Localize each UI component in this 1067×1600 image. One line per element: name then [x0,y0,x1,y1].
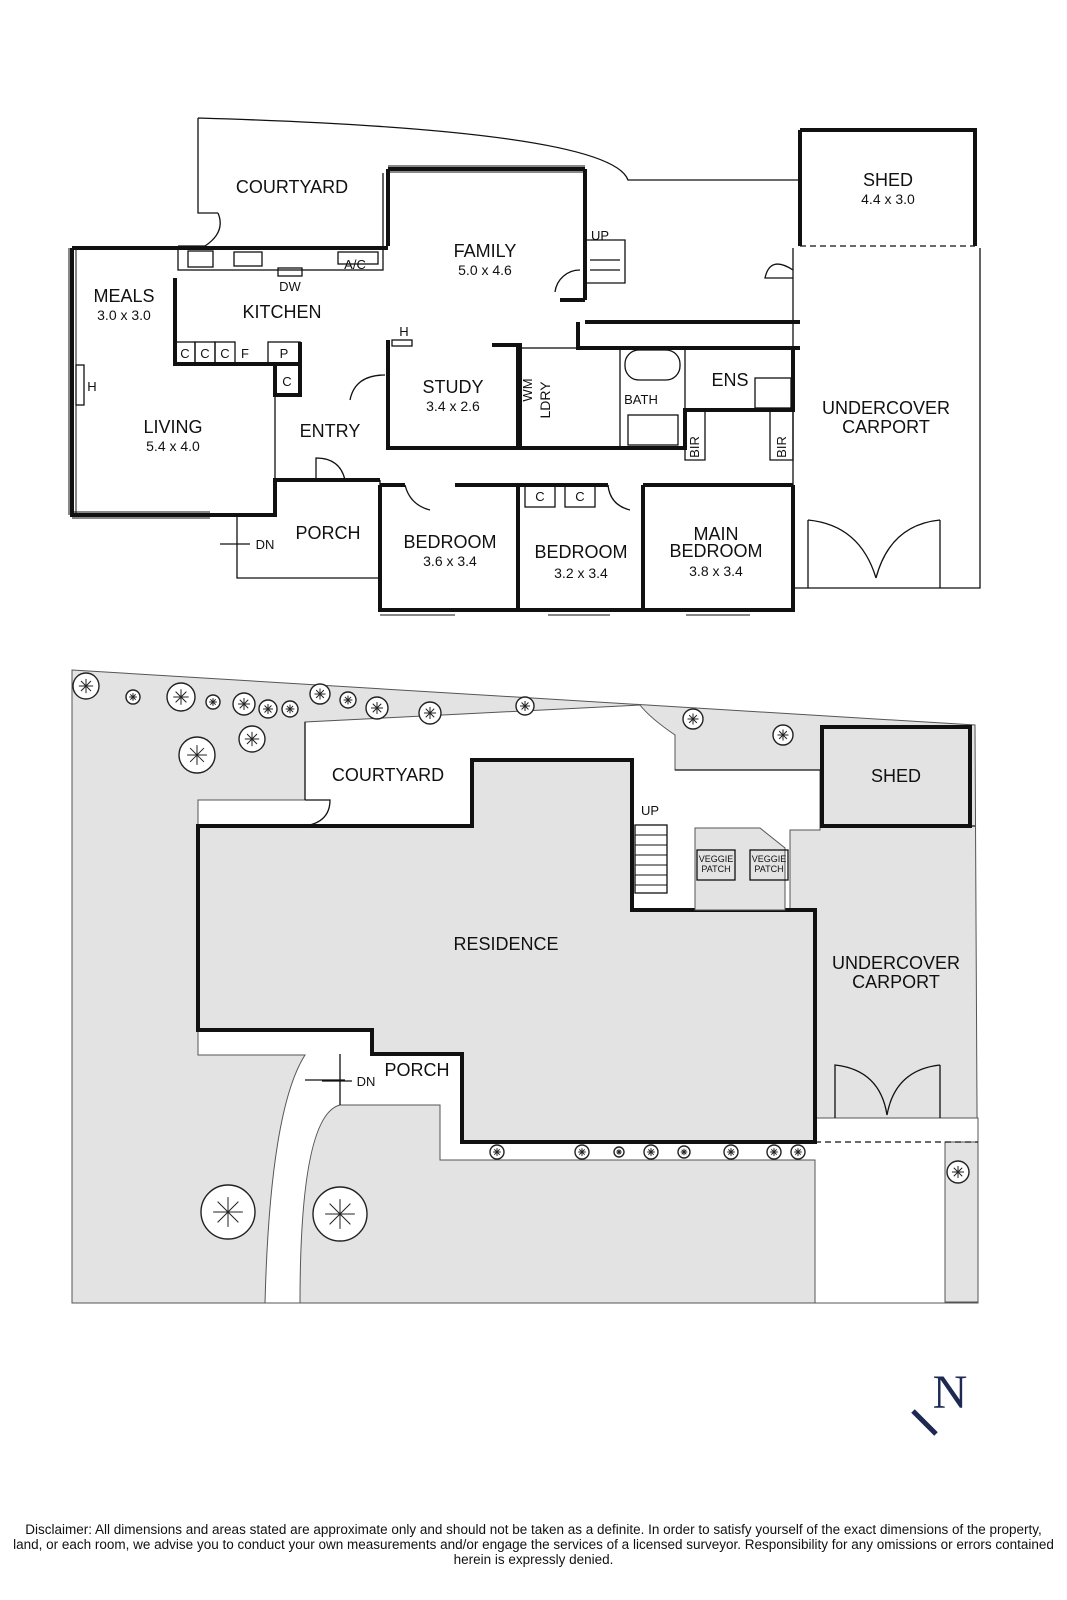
veggie-patch-1-label-2: PATCH [701,864,730,874]
main-bedroom-label-1: MAIN [694,524,739,544]
site-plan: COURTYARD SHED RESIDENCE PORCH UNDERCOVE… [71,669,979,1304]
bir-label-2: BIR [774,436,789,458]
stairs-up-label: UP [591,228,609,243]
site-stairs-down-label: DN [357,1074,376,1089]
tree-branches [777,729,789,741]
shed-label: SHED [863,170,913,190]
bedroom-2-size: 3.2 x 3.4 [554,565,608,581]
site-porch-label: PORCH [384,1060,449,1080]
tree-branches [237,697,251,711]
site-trees [72,672,970,1242]
family-label: FAMILY [454,241,517,261]
cupboard-label-1: C [180,346,189,361]
kitchen-label: KITCHEN [242,302,321,322]
study-size: 3.4 x 2.6 [426,398,480,414]
north-compass-letter: N [933,1366,968,1419]
main-bedroom-size: 3.8 x 3.4 [689,563,743,579]
north-compass: N [911,1366,968,1436]
cupboard-label-4: C [282,374,291,389]
bedroom-1-size: 3.6 x 3.4 [423,553,477,569]
tree-branches [680,1148,688,1156]
tree-branches [314,688,326,700]
tree-branches [647,1148,655,1156]
carport-label-1: UNDERCOVER [822,398,950,418]
carport-label-2: CARPORT [842,417,930,437]
tree-branches [244,731,260,747]
meals-label: MEALS [93,286,154,306]
tree-branches [187,745,207,765]
cupboard-label-6: C [575,489,584,504]
tree-branches [129,693,137,701]
site-stairs-up-label: UP [641,803,659,818]
hearth-label: H [87,379,96,394]
residence-label: RESIDENCE [453,934,558,954]
tree-branches [213,1197,243,1227]
bir-label-1: BIR [687,436,702,458]
entry-label: ENTRY [300,421,361,441]
tree-branches [285,704,295,714]
tree-branches [951,1165,965,1179]
heater-label: H [399,324,408,339]
site-carport-label-1: UNDERCOVER [832,953,960,973]
tree-branches [520,701,530,711]
tree-branches [343,695,353,705]
tree-branches [727,1148,735,1156]
tree-branches [794,1148,802,1156]
veggie-patch-1-label-1: VEGGIE [699,854,734,864]
porch-label: PORCH [295,523,360,543]
pantry-label: P [280,346,289,361]
washing-machine-label: WM [520,378,535,401]
living-size: 5.4 x 4.0 [146,438,200,454]
tree-branches [770,1148,778,1156]
laundry-label: LDRY [537,381,553,419]
tree-branches [616,1149,622,1155]
tree-branches [209,698,217,706]
site-shed-label: SHED [871,766,921,786]
bedroom-1-label: BEDROOM [403,532,496,552]
veggie-patch-2-label-2: PATCH [754,864,783,874]
ensuite-label: ENS [711,370,748,390]
cupboard-label-2: C [200,346,209,361]
living-label: LIVING [143,417,202,437]
tree-branches [173,689,189,705]
bedroom-2-label: BEDROOM [534,542,627,562]
shed-size: 4.4 x 3.0 [861,191,915,207]
family-size: 5.0 x 4.6 [458,262,512,278]
site-courtyard-label: COURTYARD [332,765,444,785]
meals-size: 3.0 x 3.0 [97,307,151,323]
tree-branches [78,678,94,694]
bath-label: BATH [624,392,658,407]
courtyard-label: COURTYARD [236,177,348,197]
cupboard-label-3: C [220,346,229,361]
study-label: STUDY [422,377,483,397]
dishwasher-label: DW [279,279,301,294]
tree-branches [687,713,699,725]
tree-branches [493,1148,501,1156]
main-bedroom-label-2: BEDROOM [669,541,762,561]
ground-floor-plan: COURTYARD FAMILY 5.0 x 4.6 SHED 4.4 x 3.… [68,117,981,616]
cupboard-label-5: C [535,489,544,504]
tree-branches [325,1199,355,1229]
tree-branches [578,1148,586,1156]
site-carport-label-2: CARPORT [852,972,940,992]
ac-label: A/C [344,257,366,272]
tree-branches [370,701,384,715]
veggie-patch-2-label-1: VEGGIE [752,854,787,864]
disclaimer-text: Disclaimer: All dimensions and areas sta… [13,1522,1054,1567]
tree-branches [423,706,437,720]
fridge-label: F [241,346,249,361]
tree-branches [263,704,273,714]
stairs-down-label: DN [256,537,275,552]
